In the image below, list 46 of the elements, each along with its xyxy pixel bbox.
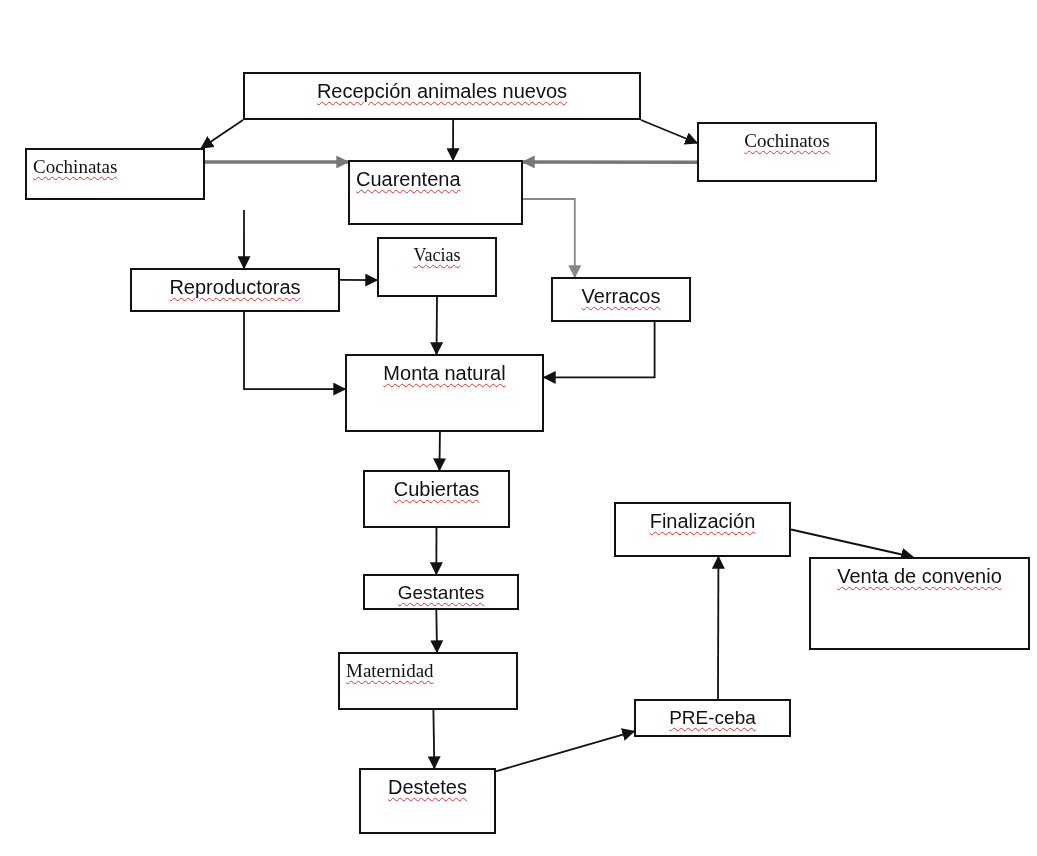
arrow [522,198,582,279]
process-box [359,768,496,834]
process-box [345,354,544,432]
node-label: Verracos [581,284,661,309]
arrow [200,119,244,149]
arrow [430,296,444,356]
process-box [551,277,691,322]
node-label: Maternidad [346,659,434,683]
node-label: Gestantes [397,581,485,604]
process-box [634,699,791,737]
node-label: Destetes [388,775,467,800]
process-box [363,574,519,610]
arrow [430,609,444,654]
arrow [427,709,441,770]
arrow [237,209,251,270]
process-box [130,268,340,312]
arrow [243,311,347,396]
process-box [25,148,205,200]
node-label: Recepción animales nuevos [316,79,568,104]
process-box [243,72,641,120]
node-label: Venta de convenio [837,564,1002,589]
arrow [711,555,725,700]
node-label: Cochinatas [33,155,118,179]
arrow [446,119,460,162]
arrow [495,728,636,773]
process-box [809,557,1030,650]
arrow [429,527,443,576]
process-box [697,122,877,182]
process-box [348,160,523,225]
node-label: PRE-ceba [669,706,756,730]
node-label: Cuarentena [356,167,461,192]
arrow [521,155,697,169]
node-label: Cochinatos [744,129,830,153]
arrow [640,119,699,145]
arrow [433,431,447,472]
process-box [363,470,510,528]
process-box [338,652,518,710]
node-label: Vacias [413,244,461,267]
process-box [377,237,497,297]
node-label: Reproductoras [169,275,301,300]
node-label: Cubiertas [393,477,480,502]
process-box [614,502,791,557]
node-label: Monta natural [383,361,506,386]
node-label: Finalización [649,509,756,534]
arrow [339,273,379,287]
arrow [205,155,350,169]
